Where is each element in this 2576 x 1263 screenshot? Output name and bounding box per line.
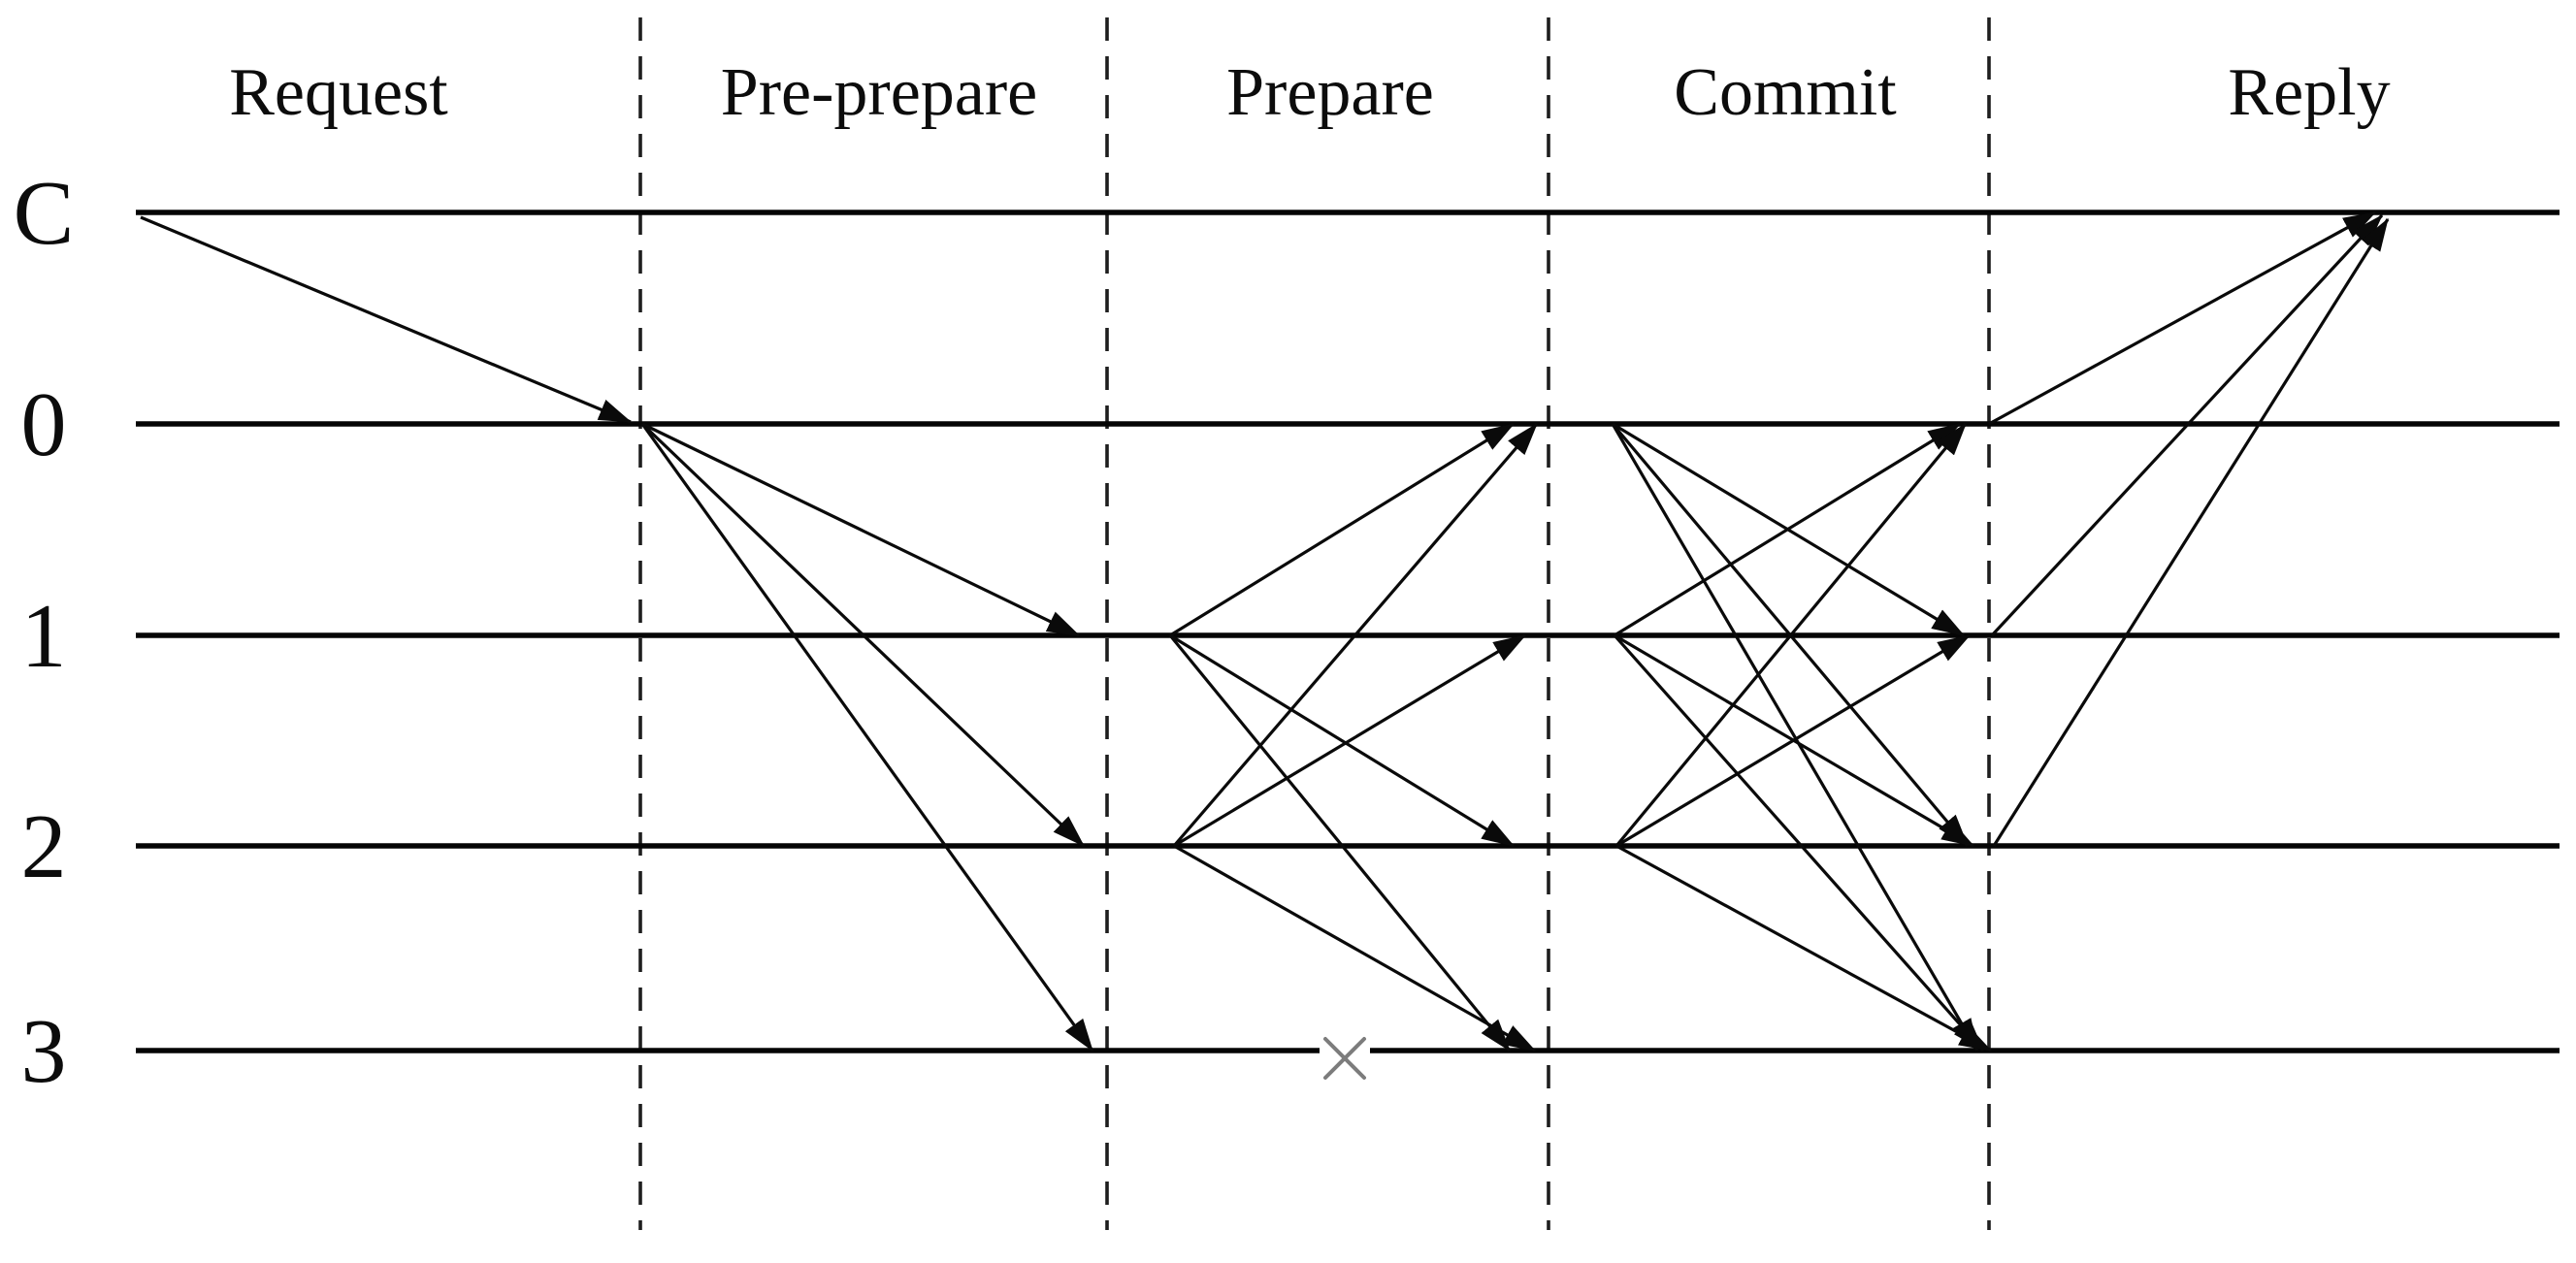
message-reply-0-to-C: [1988, 210, 2377, 426]
message-commit-2-to-3: [1615, 844, 1993, 1052]
failure-x-mark: [1323, 1037, 1366, 1080]
message-pre-prepare-0-to-1: [641, 422, 1081, 637]
message-prepare-2-to-3: [1173, 844, 1537, 1052]
message-request-C-to-0: [140, 215, 633, 424]
lifeline-label-2: 2: [21, 796, 67, 897]
message-prepare-1-to-3: [1168, 633, 1512, 1052]
message-commit-1-to-3: [1613, 633, 1985, 1052]
lifelines: C 0 1 2 3: [14, 163, 2560, 1102]
phase-label-request: Request: [229, 55, 448, 130]
phase-label-pre-prepare: Pre-prepare: [721, 55, 1037, 130]
message-commit-0-to-3: [1611, 423, 1979, 1052]
lifeline-label-C: C: [14, 163, 75, 264]
message-commit-2-to-0: [1614, 422, 1968, 848]
lifeline-label-0: 0: [21, 374, 67, 475]
message-pre-prepare-0-to-2: [640, 422, 1086, 848]
message-reply-1-to-C: [1990, 213, 2384, 637]
phase-labels: Request Pre-prepare Prepare Commit Reply: [229, 55, 2390, 130]
message-prepare-1-to-0: [1169, 422, 1516, 637]
message-commit-2-to-1: [1615, 633, 1972, 848]
phase-label-reply: Reply: [2228, 55, 2390, 130]
message-prepare-2-to-1: [1173, 633, 1527, 848]
lifeline-label-1: 1: [21, 586, 67, 687]
phase-label-prepare: Prepare: [1226, 55, 1434, 130]
message-prepare-1-to-2: [1169, 633, 1516, 848]
message-pre-prepare-0-to-3: [640, 423, 1094, 1052]
failure-x-stroke: [1323, 1037, 1366, 1080]
message-reply-2-to-C: [1992, 217, 2390, 847]
phase-label-commit: Commit: [1674, 55, 1897, 130]
messages: [140, 210, 2390, 1052]
lifeline-label-3: 3: [21, 1001, 67, 1102]
message-prepare-2-to-0: [1172, 422, 1539, 848]
message-commit-1-to-0: [1614, 422, 1962, 637]
